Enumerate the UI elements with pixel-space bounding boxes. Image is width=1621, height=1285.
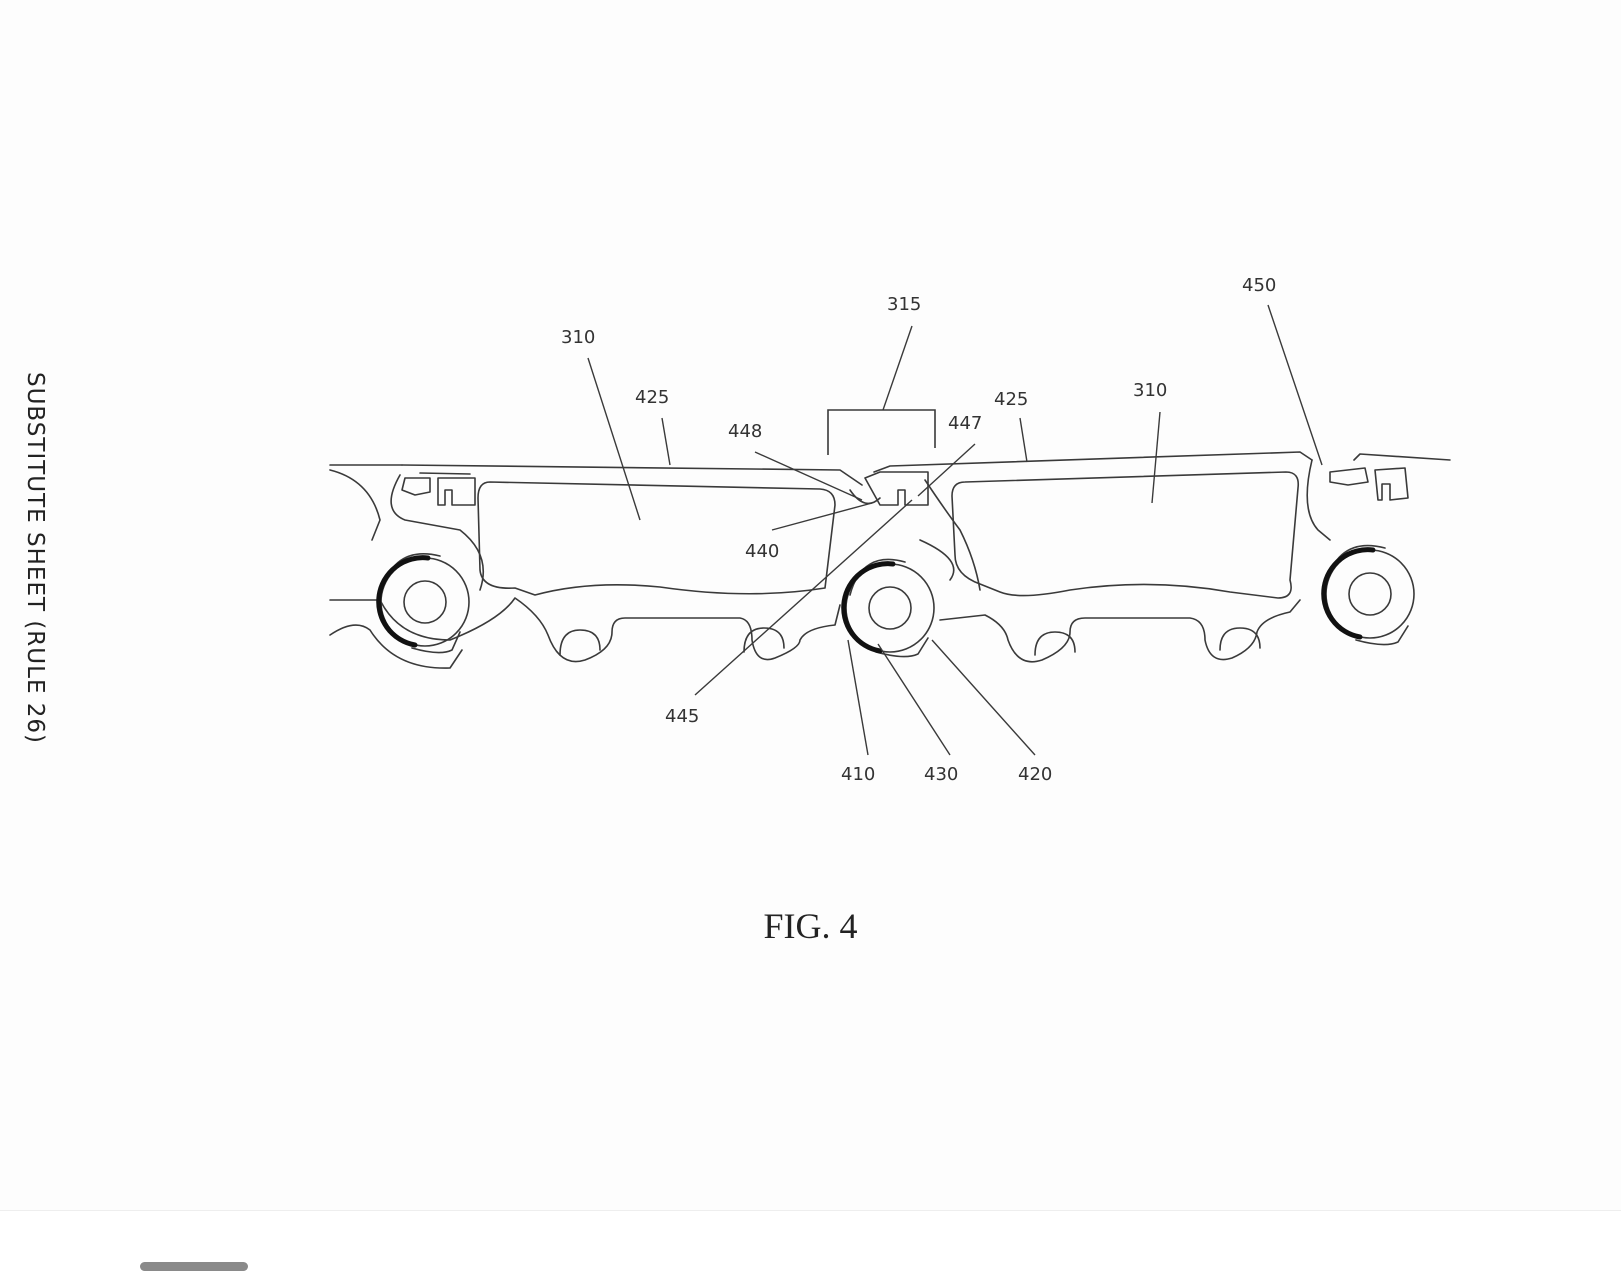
hook-right xyxy=(1329,467,1409,501)
figure-caption: FIG. 4 xyxy=(763,906,858,946)
home-indicator[interactable] xyxy=(140,1262,248,1271)
label-315: 315 xyxy=(887,294,921,315)
bottom-bar xyxy=(0,1210,1621,1285)
slat-cavity-right xyxy=(951,471,1300,599)
label-410: 410 xyxy=(841,764,875,785)
label-447: 447 xyxy=(948,413,982,434)
label-448: 448 xyxy=(728,421,762,442)
label-425-left: 425 xyxy=(635,387,669,408)
hook-center xyxy=(849,471,929,506)
label-445: 445 xyxy=(665,706,699,727)
label-450: 450 xyxy=(1242,275,1276,296)
label-420: 420 xyxy=(1018,764,1052,785)
label-425-right: 425 xyxy=(994,389,1028,410)
label-310-right: 310 xyxy=(1133,380,1167,401)
hook-left xyxy=(401,477,476,506)
label-310-left: 310 xyxy=(561,327,595,348)
slat-outline-right xyxy=(939,599,1301,663)
slat-outline-left xyxy=(329,597,841,663)
pivot-center xyxy=(845,539,955,658)
slat-flank-left xyxy=(390,474,484,591)
bracket-315 xyxy=(827,409,936,455)
label-430: 430 xyxy=(924,764,958,785)
leader-lines xyxy=(587,304,1323,756)
pivot-arcs xyxy=(376,547,1376,654)
slat-flank-right xyxy=(924,479,981,591)
bottom-grooves xyxy=(559,627,1261,656)
top-surface-lines xyxy=(329,451,1451,486)
side-note: SUBSTITUTE SHEET (RULE 26) xyxy=(22,372,48,745)
slat-cavity-left xyxy=(477,481,836,596)
label-440: 440 xyxy=(745,541,779,562)
